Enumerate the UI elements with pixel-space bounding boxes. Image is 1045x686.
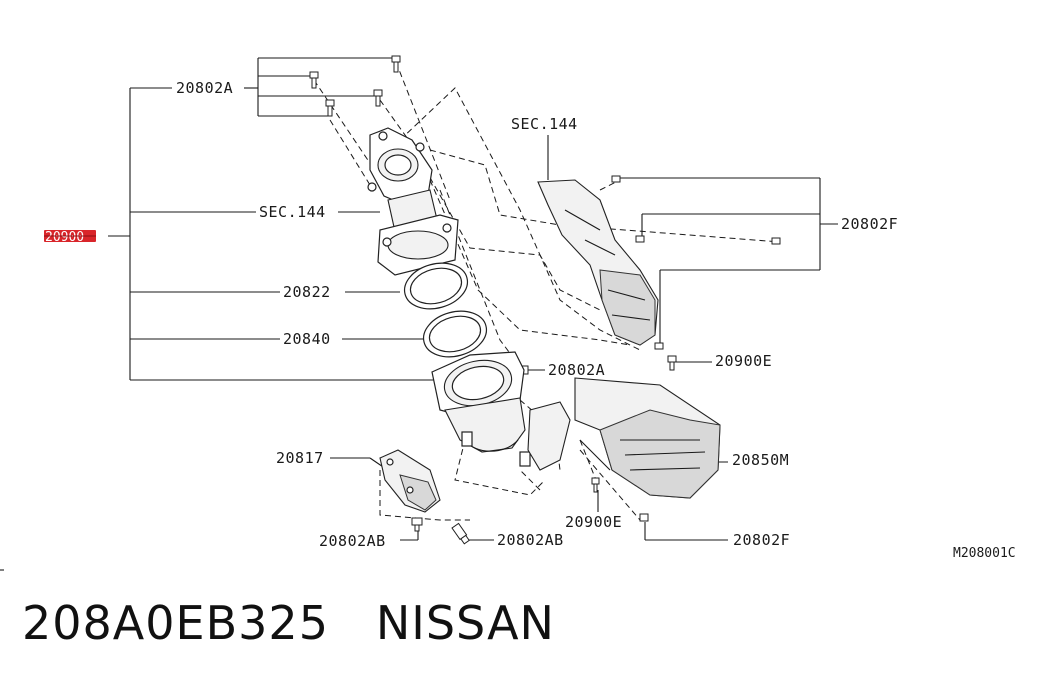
callout-20802AB-left: 20802AB [319, 532, 386, 550]
callout-20900E-right: 20900E [715, 352, 772, 370]
callout-20817: 20817 [276, 449, 324, 467]
gasket-20822 [403, 262, 469, 310]
callout-20850M: 20850M [732, 451, 789, 469]
callout-labels: 20802A SEC.144 20822 20840 20802A 20900E… [44, 79, 1016, 561]
diagram-code: M208001C [953, 546, 1016, 561]
bolt-icon [639, 513, 649, 522]
bolt-icon [654, 342, 664, 350]
caption-part-number: 208A0EB325 [22, 596, 329, 650]
callout-sec144-left: SEC.144 [259, 203, 326, 221]
bolt-icon [411, 517, 423, 532]
catalytic-converter [431, 351, 571, 471]
callout-20802F-right: 20802F [841, 215, 898, 233]
callout-20840: 20840 [283, 330, 331, 348]
bolt-icon [611, 175, 621, 183]
bolt-icon [667, 355, 677, 371]
callout-20802F-bottom: 20802F [733, 531, 790, 549]
part-caption: 208A0EB325 NISSAN [22, 596, 555, 650]
exploded-parts-diagram: 20802A SEC.144 20822 20840 20802A 20900E… [0, 55, 1016, 571]
highlighted-callout-20900[interactable]: 20900 [44, 230, 96, 245]
upper-heat-shield [537, 179, 659, 346]
callout-20802AB-right: 20802AB [497, 531, 564, 549]
exhaust-manifold-flange [367, 127, 459, 276]
callout-20900E-bottom: 20900E [565, 513, 622, 531]
bolt-icon [373, 89, 383, 107]
callout-20802A-mid: 20802A [548, 361, 605, 379]
caption-brand: NISSAN [375, 596, 555, 650]
callout-20900: 20900 [45, 230, 84, 245]
bolt-icon [635, 235, 645, 243]
bolt-icon [591, 477, 600, 493]
gasket-20840 [422, 310, 488, 358]
leader-lines [0, 57, 838, 571]
heat-insulator-20850M [574, 377, 721, 499]
bolts [309, 55, 781, 545]
bolt-icon [451, 522, 470, 545]
bracket-20817 [379, 449, 441, 513]
bolt-icon [391, 55, 401, 73]
callout-sec144-right: SEC.144 [511, 115, 578, 133]
bolt-icon [325, 99, 335, 117]
callout-20802A-top: 20802A [176, 79, 233, 97]
bolt-icon [309, 71, 319, 89]
callout-20822: 20822 [283, 283, 331, 301]
bolt-icon [771, 237, 781, 245]
